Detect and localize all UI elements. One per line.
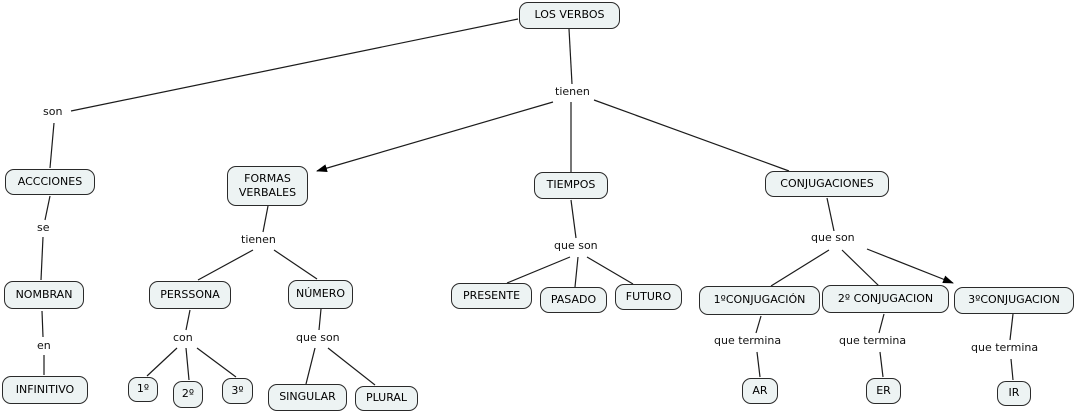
link-label-con[interactable]: con <box>171 331 195 344</box>
node-futuro[interactable]: FUTURO <box>615 284 682 310</box>
node-ar[interactable]: AR <box>742 378 778 404</box>
edge-formas-tienen2 <box>262 205 269 233</box>
edge-queson-plural <box>327 347 376 386</box>
node-er[interactable]: ER <box>866 378 901 404</box>
node-conjugacion-3[interactable]: 3ºCONJUGACION <box>954 287 1074 314</box>
edge-losverbos-tienen <box>568 28 573 85</box>
node-infinitivo[interactable]: INFINITIVO <box>2 376 88 404</box>
edge-conj3-quetermina <box>1009 313 1014 341</box>
link-label-son[interactable]: son <box>41 105 65 118</box>
edge-queson-presente <box>506 256 571 284</box>
edge-quetermina-ar <box>756 351 761 378</box>
edge-nombran-en <box>41 310 44 338</box>
edge-queson-singular <box>305 347 316 385</box>
edge-tienen2-perssona <box>197 249 254 281</box>
node-formas-verbales[interactable]: FORMAS VERBALES <box>227 166 308 206</box>
link-label-que-termina-3[interactable]: que termina <box>969 341 1041 354</box>
edge-tienen2-numero <box>273 249 318 280</box>
edge-queson-conj2 <box>841 249 880 287</box>
node-persona-1[interactable]: 1º <box>128 377 158 402</box>
link-label-tienen-root[interactable]: tienen <box>553 85 592 98</box>
edge-tienen-conjugaciones <box>593 99 790 172</box>
node-conjugacion-1[interactable]: 1ºCONJUGACIÓN <box>699 286 820 315</box>
edge-losverbos-son <box>70 18 519 112</box>
link-label-que-son-tiempos[interactable]: que son <box>552 239 600 252</box>
link-label-que-termina-1[interactable]: que termina <box>712 334 784 347</box>
edge-conjugaciones-queson <box>826 197 835 232</box>
edge-conj1-quetermina <box>755 315 762 334</box>
node-numero[interactable]: NÚMERO <box>288 280 353 309</box>
edge-tiempos-queson <box>570 199 577 239</box>
edge-tienen-formasverbales-arrow <box>316 101 554 173</box>
edge-queson-conj3-arrow <box>866 248 954 284</box>
node-conjugaciones[interactable]: CONJUGACIONES <box>765 171 889 197</box>
edge-queson-pasado <box>574 256 579 288</box>
edge-quetermina-ir <box>1010 358 1014 381</box>
node-plural[interactable]: PLURAL <box>355 386 418 411</box>
edge-con-2 <box>185 347 190 381</box>
link-label-que-son-numero[interactable]: que son <box>294 331 342 344</box>
edge-quetermina-er <box>879 351 884 378</box>
edge-perssona-con <box>185 309 191 331</box>
edge-numero-queson <box>318 308 322 331</box>
node-perssona[interactable]: PERSSONA <box>149 281 231 309</box>
edge-conj2-quetermina <box>878 313 885 334</box>
edge-queson-conj1 <box>770 249 830 287</box>
node-conjugacion-2[interactable]: 2º CONJUGACION <box>822 285 949 313</box>
edge-con-1 <box>146 347 178 377</box>
link-label-en[interactable]: en <box>35 339 53 352</box>
edge-se-nombran <box>40 236 44 281</box>
link-label-se[interactable]: se <box>35 221 52 234</box>
link-label-que-son-conjugaciones[interactable]: que son <box>809 231 857 244</box>
link-label-que-termina-2[interactable]: que termina <box>837 334 909 347</box>
edge-son-accciones <box>49 122 55 169</box>
node-los-verbos[interactable]: LOS VERBOS <box>519 2 620 29</box>
node-nombran[interactable]: NOMBRAN <box>4 281 84 309</box>
node-singular[interactable]: SINGULAR <box>268 384 347 411</box>
node-tiempos[interactable]: TIEMPOS <box>534 172 608 199</box>
node-persona-3[interactable]: 3º <box>222 378 253 404</box>
edge-queson-futuro <box>586 256 634 285</box>
node-accciones[interactable]: ACCCIONES <box>5 169 95 195</box>
link-label-tienen-formas[interactable]: tienen <box>239 233 278 246</box>
node-pasado[interactable]: PASADO <box>540 287 607 313</box>
node-persona-2[interactable]: 2º <box>173 381 203 408</box>
node-ir[interactable]: IR <box>997 381 1031 406</box>
edge-con-3 <box>196 347 237 378</box>
node-presente[interactable]: PRESENTE <box>451 283 532 309</box>
edge-accciones-se <box>44 195 51 221</box>
